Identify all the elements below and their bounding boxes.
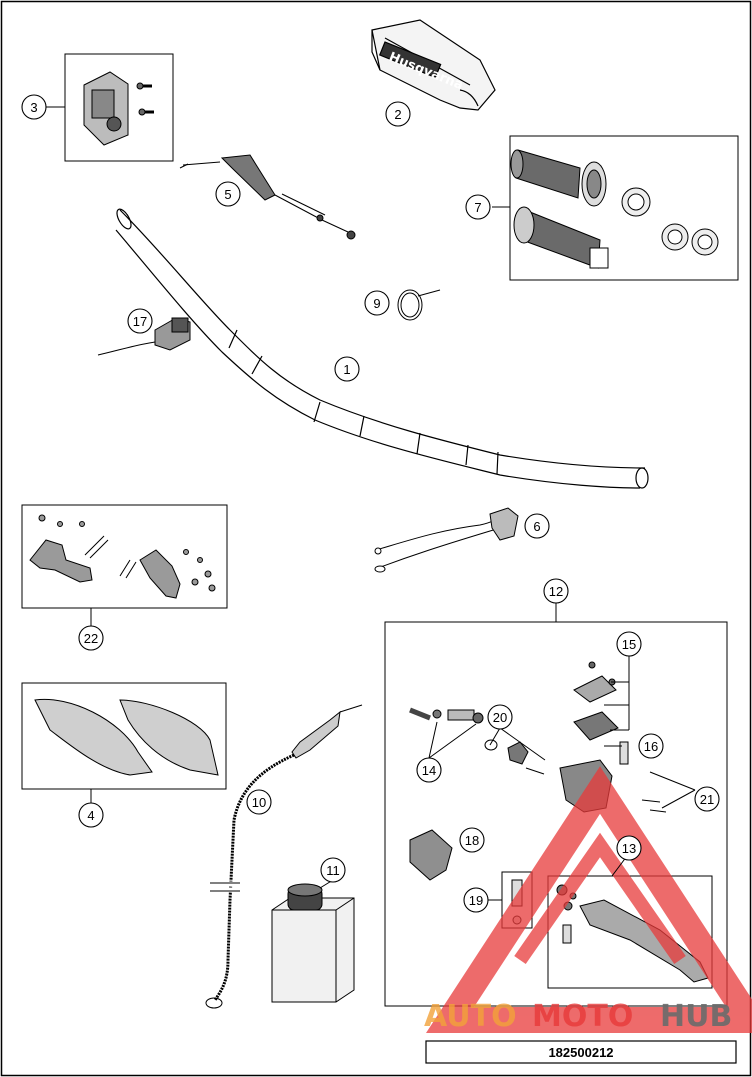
callout-1: 1	[343, 362, 350, 377]
callout-13: 13	[622, 841, 636, 856]
callout-17-circle	[127, 308, 153, 334]
callout-15: 15	[622, 637, 636, 652]
handlebar-pad	[371, 19, 496, 111]
callout-10-circle	[246, 789, 272, 815]
callout-5: 5	[224, 187, 231, 202]
callout-6: 6	[533, 519, 540, 534]
callout-circles	[21, 94, 720, 913]
watermark-logo	[426, 766, 752, 1033]
callout-19: 19	[469, 893, 483, 908]
callout-5-circle	[215, 181, 241, 207]
callout-11: 11	[326, 863, 340, 878]
part-4-box	[21, 682, 227, 790]
switch-6	[374, 507, 519, 573]
switch-housing	[83, 71, 154, 146]
callout-16: 16	[644, 739, 658, 754]
doc-number-box	[425, 1040, 737, 1064]
callout-16-circle	[638, 733, 664, 759]
callout-19-circle	[463, 887, 489, 913]
leader-lines	[46, 106, 696, 901]
callout-7-circle	[465, 194, 491, 220]
callout-20: 20	[493, 710, 507, 725]
callout-7: 7	[474, 200, 481, 215]
cable-tie	[397, 289, 441, 321]
callout-2-circle	[385, 101, 411, 127]
callout-14-circle	[416, 757, 442, 783]
callout-3: 3	[30, 100, 37, 115]
callout-4-circle	[78, 802, 104, 828]
callout-18: 18	[465, 833, 479, 848]
callout-labels: 1 2 3 4 5 6 7 9 10 11 12 13 14 15 16 17 …	[30, 100, 714, 908]
callout-4: 4	[87, 808, 94, 823]
part-7-box	[509, 135, 739, 281]
master-cylinder-group	[409, 661, 667, 813]
callout-13-circle	[616, 835, 642, 861]
grips	[510, 149, 719, 269]
hand-guards	[34, 698, 219, 776]
mounting-kit	[29, 514, 216, 599]
callout-1-circle	[334, 356, 360, 382]
document-number: 182500212	[548, 1045, 613, 1060]
watermark-part2: MOTO	[532, 999, 633, 1034]
callout-9: 9	[373, 296, 380, 311]
callout-18-circle	[459, 827, 485, 853]
reservoir-cover	[409, 829, 453, 881]
callout-17: 17	[133, 314, 147, 329]
callout-9-circle	[364, 290, 390, 316]
callout-20-circle	[487, 704, 513, 730]
callout-21-circle	[694, 786, 720, 812]
callout-21: 21	[700, 792, 714, 807]
brake-line	[205, 704, 363, 1009]
callout-6-circle	[524, 513, 550, 539]
callout-11-circle	[320, 857, 346, 883]
handlebar	[115, 208, 649, 489]
watermark-part1: AUTO	[424, 999, 517, 1034]
switch-17	[97, 317, 191, 356]
callout-12-circle	[543, 578, 569, 604]
callout-15-circle	[616, 631, 642, 657]
callout-22: 22	[84, 631, 98, 646]
callout-2: 2	[394, 107, 401, 122]
part-22-box	[21, 504, 228, 609]
throttle-cable	[179, 154, 356, 240]
callout-14: 14	[422, 763, 436, 778]
callout-22-circle	[78, 625, 104, 651]
callout-10: 10	[252, 795, 266, 810]
watermark-part3: HUB	[660, 999, 732, 1034]
brake-fluid-bottle	[271, 883, 355, 1003]
callout-12: 12	[549, 584, 563, 599]
callout-3-circle	[21, 94, 47, 120]
